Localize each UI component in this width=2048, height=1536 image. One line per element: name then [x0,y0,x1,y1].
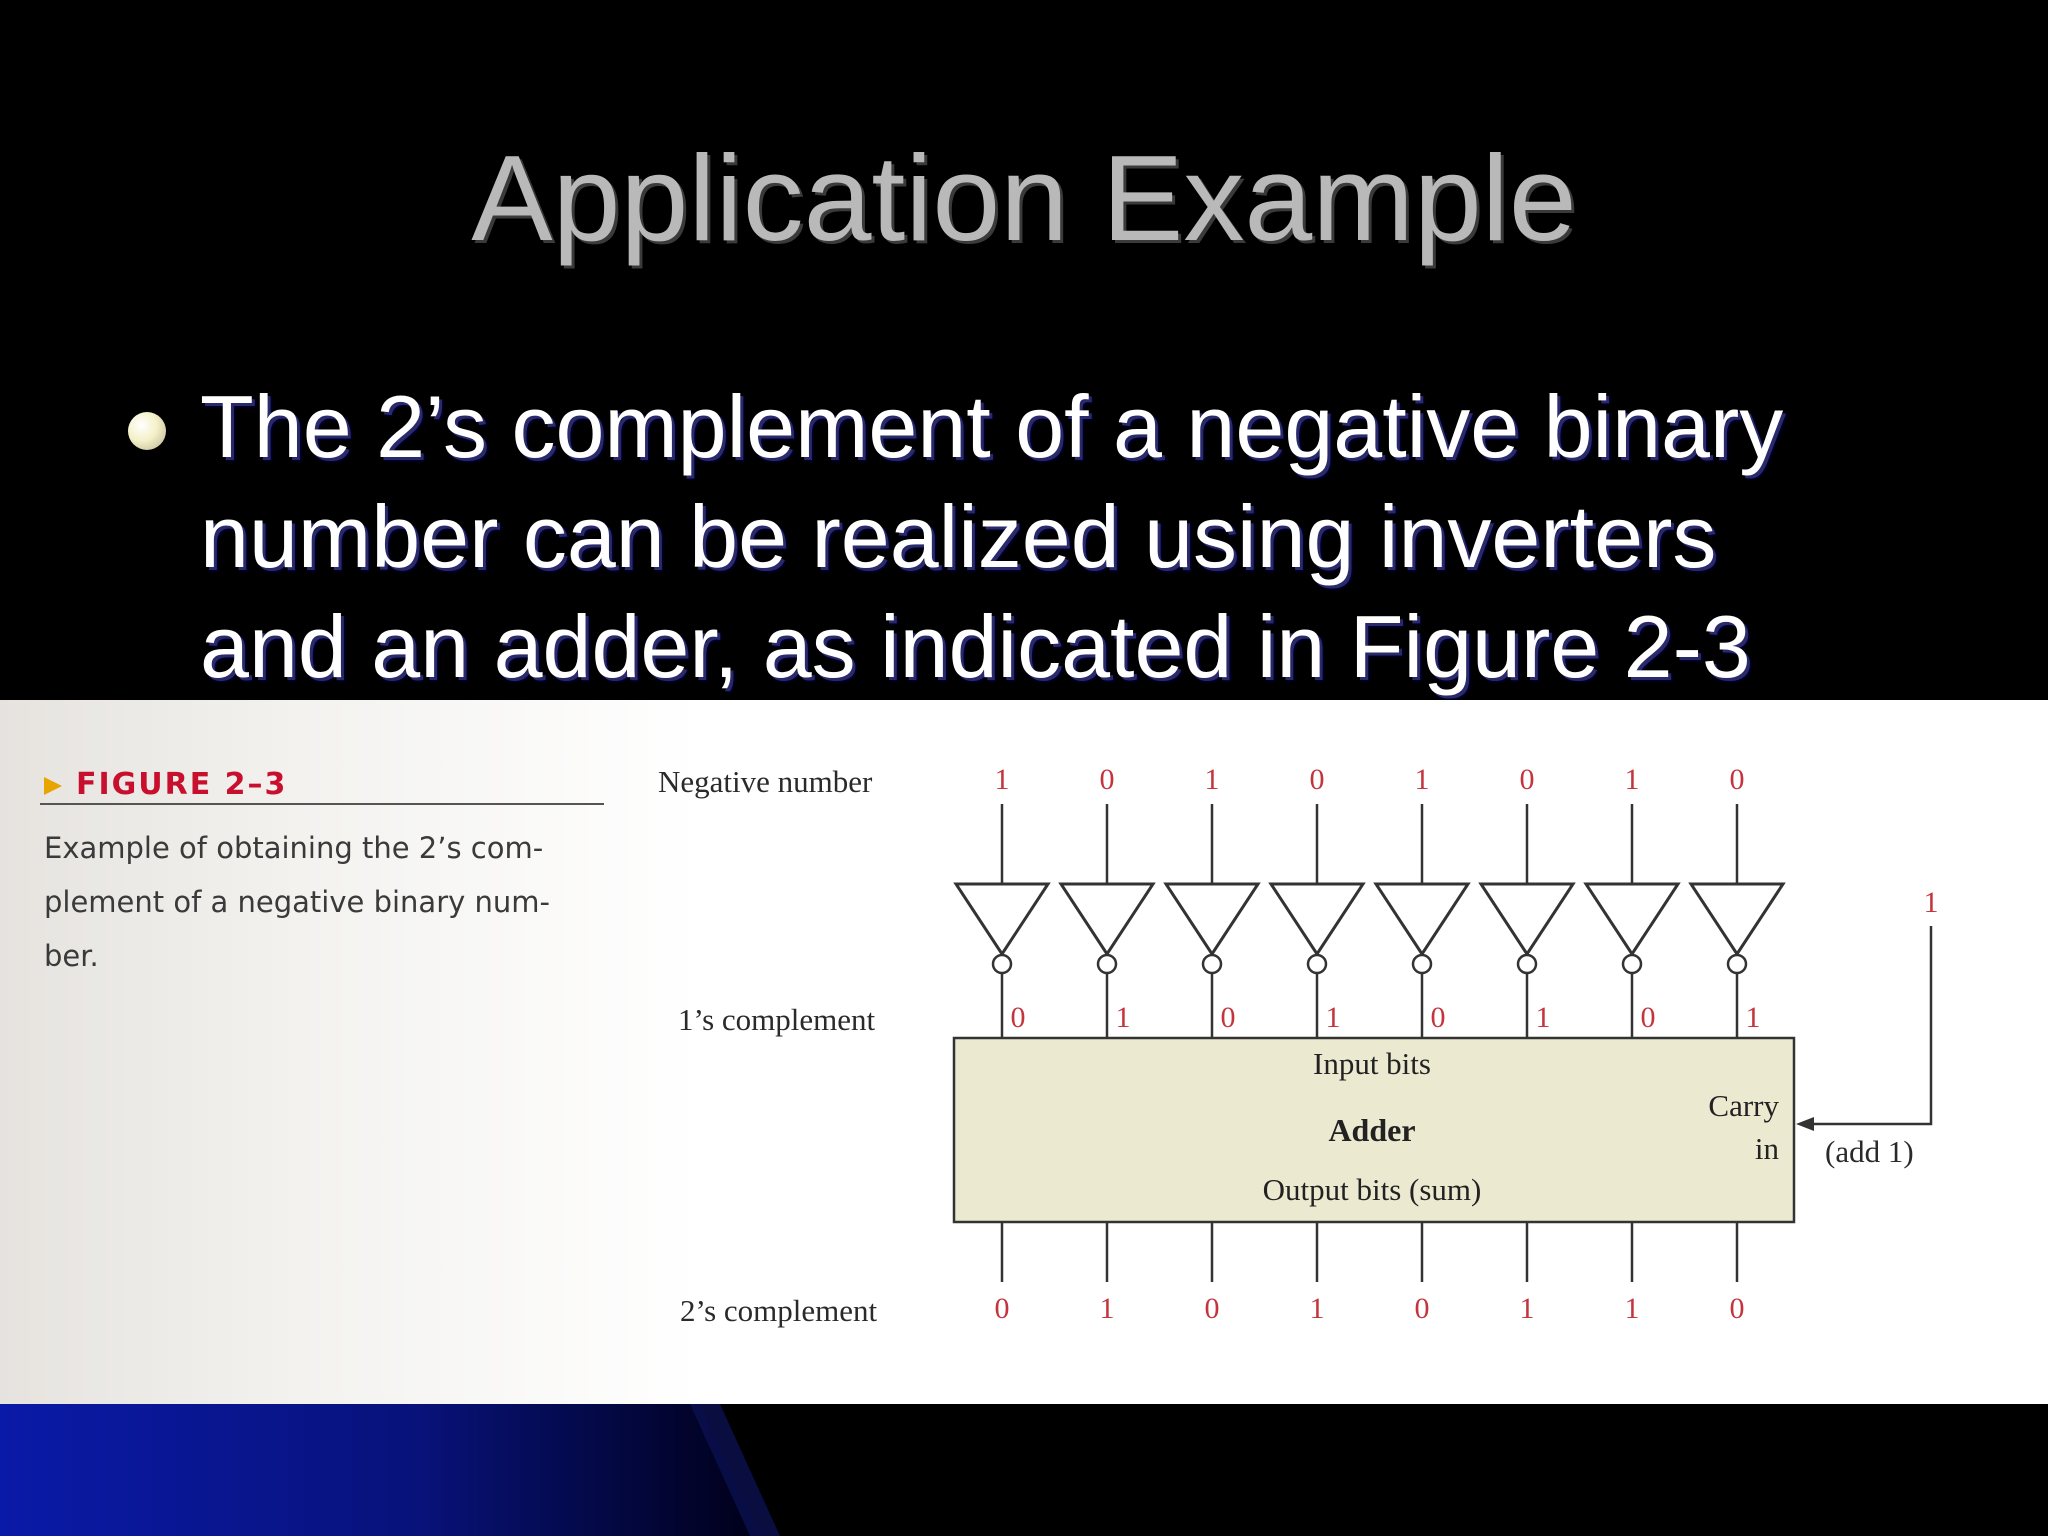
inverter-bubble-7-icon [1621,953,1643,975]
footer-blue-swoosh [0,1404,760,1536]
bullet-dot-icon [128,412,166,450]
bullet-line-3: and an adder, as indicated in Figure 2-3 [200,597,1751,696]
footer-decoration [0,1404,780,1536]
adder-block [952,1036,1796,1224]
negative-bit-1: 1 [995,763,1010,796]
figure-marker-icon [44,777,62,795]
carry-in-label-line-2: in [1755,1131,1780,1166]
slide-title: Application Example [471,130,1577,266]
inverter-bubble-6-icon [1516,953,1538,975]
caption-line-2: plement of a negative binary num- [44,885,550,919]
carry-arrow-icon [1796,1117,1814,1131]
negative-bit-4: 0 [1310,763,1325,796]
inverter-8-icon [1688,882,1786,957]
twos-complement-bit-5: 0 [1415,1292,1430,1325]
inverter-bubble-1-icon [991,953,1013,975]
inverter-bubble-4-icon [1306,953,1328,975]
inverter-2-icon [1058,882,1156,957]
twos-complement-bit-3: 0 [1205,1292,1220,1325]
inverter-bubble-8-icon [1726,953,1748,975]
footer-band [0,1404,2048,1536]
ones-complement-bit-2: 1 [1116,1001,1131,1034]
negative-bit-2: 0 [1100,763,1115,796]
negative-bit-6: 0 [1520,763,1535,796]
ones-complement-bit-8: 1 [1746,1001,1761,1034]
negative-bit-5: 1 [1415,763,1430,796]
inverter-1-icon [953,882,1051,957]
row-label-ones-complement: 1’s complement [678,1002,876,1037]
row-label-twos-complement: 2’s complement [680,1293,878,1328]
inverter-bubble-5-icon [1411,953,1433,975]
inverter-3-icon [1163,882,1261,957]
ones-complement-bit-7: 0 [1641,1001,1656,1034]
ones-complement-bit-3: 0 [1221,1001,1236,1034]
row-label-negative: Negative number [658,764,873,799]
twos-complement-diagram: FIGURE 2–3 Example of obtaining the 2’s … [40,763,1939,1328]
twos-complement-bit-7: 1 [1625,1292,1640,1325]
negative-bit-8: 0 [1730,763,1745,796]
inverter-6-icon [1478,882,1576,957]
carry-bit: 1 [1924,886,1939,919]
inverter-bubble-3-icon [1201,953,1223,975]
adder-input-label: Input bits [1313,1046,1431,1081]
adder-name: Adder [1328,1112,1415,1148]
adder-output-label: Output bits (sum) [1263,1172,1482,1207]
twos-complement-bit-1: 0 [995,1292,1010,1325]
twos-complement-bit-6: 1 [1520,1292,1535,1325]
twos-complement-bit-2: 1 [1100,1292,1115,1325]
bit-columns: 1 0 0 0 1 1 1 0 0 0 1 1 1 0 0 0 1 1 1 0 1 0 1 0 [953,763,1786,1325]
figure-panel: FIGURE 2–3 Example of obtaining the 2’s … [0,700,2048,1404]
figure-label: FIGURE 2–3 [76,767,287,802]
twos-complement-bit-4: 1 [1310,1292,1325,1325]
carry-in-label-line-1: Carry [1708,1088,1779,1123]
carry-wire [1812,926,1933,1126]
ones-complement-bit-1: 0 [1011,1001,1026,1034]
twos-complement-bit-8: 0 [1730,1292,1745,1325]
bullet-text: The 2’s complement of a negative binary … [200,372,1900,702]
caption-line-1: Example of obtaining the 2’s com- [44,831,543,865]
negative-bit-3: 1 [1205,763,1220,796]
add-one-note: (add 1) [1825,1134,1914,1169]
inverter-5-icon [1373,882,1471,957]
bullet-line-1: The 2’s complement of a negative binary [200,377,1784,476]
caption-line-3: ber. [44,939,99,973]
ones-complement-bit-6: 1 [1536,1001,1551,1034]
bullet-line-2: number can be realized using inverters [200,487,1717,586]
inverter-bubble-2-icon [1096,953,1118,975]
ones-complement-bit-5: 0 [1431,1001,1446,1034]
inverter-4-icon [1268,882,1366,957]
footer-accent [690,1404,780,1536]
inverter-7-icon [1583,882,1681,957]
negative-bit-7: 1 [1625,763,1640,796]
ones-complement-bit-4: 1 [1326,1001,1341,1034]
